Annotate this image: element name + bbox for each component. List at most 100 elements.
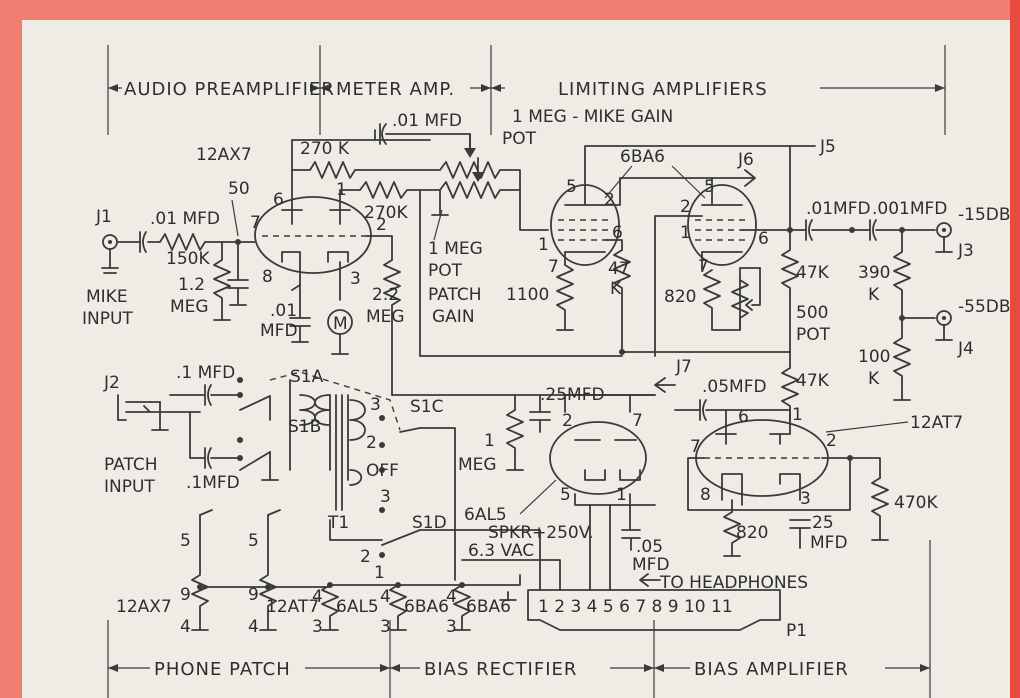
pin-5a: 5 (566, 177, 577, 197)
heater-pin-4b: 4 (248, 617, 259, 637)
s1d-pos-3: 3 (380, 487, 391, 507)
pin-3: 3 (350, 269, 361, 289)
patch-input-jack (117, 394, 201, 431)
label-c-01-out: .01MFD (806, 199, 871, 219)
pin-2b: 2 (680, 197, 691, 217)
resistor-47k-a (613, 249, 631, 353)
label-tube-6al5: 6AL5 (464, 505, 507, 525)
heater-pin-4d: 4 (380, 587, 391, 607)
pin-6a: 6 (612, 223, 623, 243)
pin-7d: 7 (690, 437, 701, 457)
resistor-1100 (556, 264, 574, 331)
pot-patch-gain (429, 181, 521, 199)
resistor-390k (893, 229, 936, 319)
label-s1a: S1A (290, 367, 324, 387)
label-c-coupling: .01 MFD (392, 111, 462, 131)
heater-pin-3e: 3 (446, 617, 457, 637)
pin-1d: 1 (792, 405, 803, 425)
section-limiting-amplifiers: LIMITING AMPLIFIERS (558, 79, 768, 100)
s1d-pos-1: 1 (374, 563, 385, 583)
heater-6al5: 6AL5 (336, 597, 379, 617)
s1d-pos-2: 2 (360, 547, 371, 567)
pot-mike-gain (429, 161, 521, 196)
label-r-1meg-b: MEG (458, 455, 497, 475)
pin-7a: 7 (548, 257, 559, 277)
label-r-270k-a: 270 K (300, 139, 350, 159)
label-pot-mike-1: 1 MEG - MIKE GAIN (512, 107, 673, 127)
red-border-right (1010, 0, 1020, 698)
label-pot-500-a: 500 (796, 303, 828, 323)
label-c-1mfd-a: .1 MFD (176, 363, 235, 383)
section-phone-patch: PHONE PATCH (154, 659, 291, 680)
label-heater: 6.3 VAC (468, 541, 534, 561)
switch-s1 (237, 371, 541, 591)
label-j6: J6 (737, 150, 754, 170)
pin-2a: 2 (604, 190, 615, 210)
pin-3d: 3 (800, 489, 811, 509)
label-s1c: S1C (410, 397, 443, 417)
tube-12at7 (695, 419, 829, 497)
label-c-1mfd-b: .1MFD (186, 473, 240, 493)
label-j4: J4 (957, 339, 974, 359)
label-s1b: S1B (288, 417, 321, 437)
label-pot-patch-3: PATCH (428, 285, 482, 305)
label-c-05mfd: .05MFD (702, 377, 767, 397)
resistor-47k-c (781, 229, 799, 353)
label-mike-input-2: INPUT (82, 309, 133, 329)
s1c-pos-3: 3 (370, 395, 381, 415)
heater-6ba6-a: 6BA6 (404, 597, 449, 617)
pin-1b: 1 (680, 223, 691, 243)
section-audio-preamplifier: AUDIO PREAMPLIFIER (124, 79, 335, 100)
label-j5: J5 (819, 137, 836, 157)
heater-pin-3d: 3 (380, 617, 391, 637)
section-bias-rectifier: BIAS RECTIFIER (424, 659, 577, 680)
heater-pin-9b: 9 (248, 585, 259, 605)
label-c-001: .001MFD (872, 199, 947, 219)
label-j7: J7 (675, 357, 692, 377)
section-meter-amp: METER AMP. (336, 79, 455, 100)
pin-2c: 2 (562, 411, 573, 431)
pin-6: 6 (273, 190, 284, 210)
label-r-47k-d: 47K (796, 371, 830, 391)
red-border-left (0, 0, 22, 698)
label-c-01-meter-a: .01 (270, 301, 297, 321)
heater-pin-5b: 5 (248, 531, 259, 551)
heater-pin-5a: 5 (180, 531, 191, 551)
heater-pin-4e: 4 (446, 587, 457, 607)
label-r-470k: 470K (894, 493, 938, 513)
heater-12at7: 12AT7 (266, 597, 319, 617)
label-r-100k-a: 100 (858, 347, 890, 367)
pin-8d: 8 (700, 485, 711, 505)
red-border-top (0, 0, 1020, 20)
label-r-150k: 150K (166, 249, 210, 269)
label-r-820-a: 820 (664, 287, 696, 307)
label-out-55db: -55DB (958, 297, 1011, 317)
label-r-2-2meg-b: MEG (366, 307, 405, 327)
pin-8: 8 (262, 267, 273, 287)
heater-pin-4c: 4 (312, 587, 323, 607)
label-s1d: S1D (412, 513, 447, 533)
label-c-in: .01 MFD (150, 209, 220, 229)
label-c-05mfd-b2: MFD (632, 555, 670, 575)
resistor-150k (147, 233, 256, 251)
heater-string (191, 509, 561, 631)
label-headphones: TO HEADPHONES (659, 573, 808, 593)
label-patch-input-2: INPUT (104, 477, 155, 497)
heater-12ax7: 12AX7 (116, 597, 172, 617)
pin-1c: 1 (616, 485, 627, 505)
pin-7: 7 (250, 213, 261, 233)
label-tube-12at7: 12AT7 (910, 413, 963, 433)
label-r-390k-a: 390 (858, 263, 890, 283)
label-pot-patch-4: GAIN (432, 307, 475, 327)
section-markers-top (107, 45, 946, 135)
label-r-1100: 1100 (506, 285, 549, 305)
heater-6ba6-b: 6BA6 (466, 597, 511, 617)
tube-12ax7 (254, 196, 372, 274)
label-patch-input-1: PATCH (104, 455, 158, 475)
heater-pin-9a: 9 (180, 585, 191, 605)
pin-5c: 5 (560, 485, 571, 505)
resistor-1meg (506, 409, 524, 471)
label-r-47k-b: K (610, 279, 622, 299)
label-r-1-2meg-b: MEG (170, 297, 209, 317)
